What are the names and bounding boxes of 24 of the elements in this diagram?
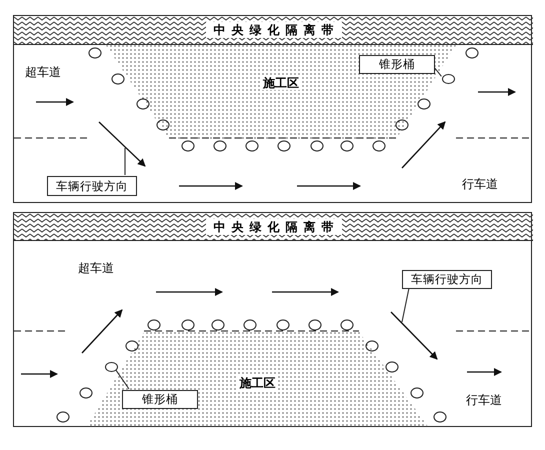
callout-box: 锥形桶 — [122, 390, 198, 409]
work-zone — [86, 332, 429, 428]
leader-line — [124, 148, 126, 176]
traffic-cone — [442, 74, 455, 84]
callout-box: 车辆行驶方向 — [47, 176, 137, 196]
road-panel — [13, 15, 532, 203]
median-label: 中央绿化隔离带 — [206, 22, 342, 38]
road-panel — [13, 212, 532, 427]
work-zone — [106, 45, 456, 139]
callout-box: 锥形桶 — [359, 55, 435, 74]
lane-label: 超车道 — [25, 64, 61, 81]
zone-label: 施工区 — [238, 376, 278, 390]
lane-label: 行车道 — [462, 176, 498, 193]
zone-label: 施工区 — [261, 76, 301, 90]
leader-line — [402, 288, 410, 322]
lane-label: 超车道 — [78, 260, 114, 277]
traffic-cone — [105, 362, 118, 372]
median-label: 中央绿化隔离带 — [206, 218, 342, 234]
median-strip — [14, 213, 533, 241]
median-strip — [14, 16, 533, 45]
callout-box: 车辆行驶方向 — [402, 270, 492, 289]
lane-label: 行车道 — [466, 392, 502, 409]
leader-line — [114, 368, 130, 390]
leader-line — [434, 66, 442, 77]
